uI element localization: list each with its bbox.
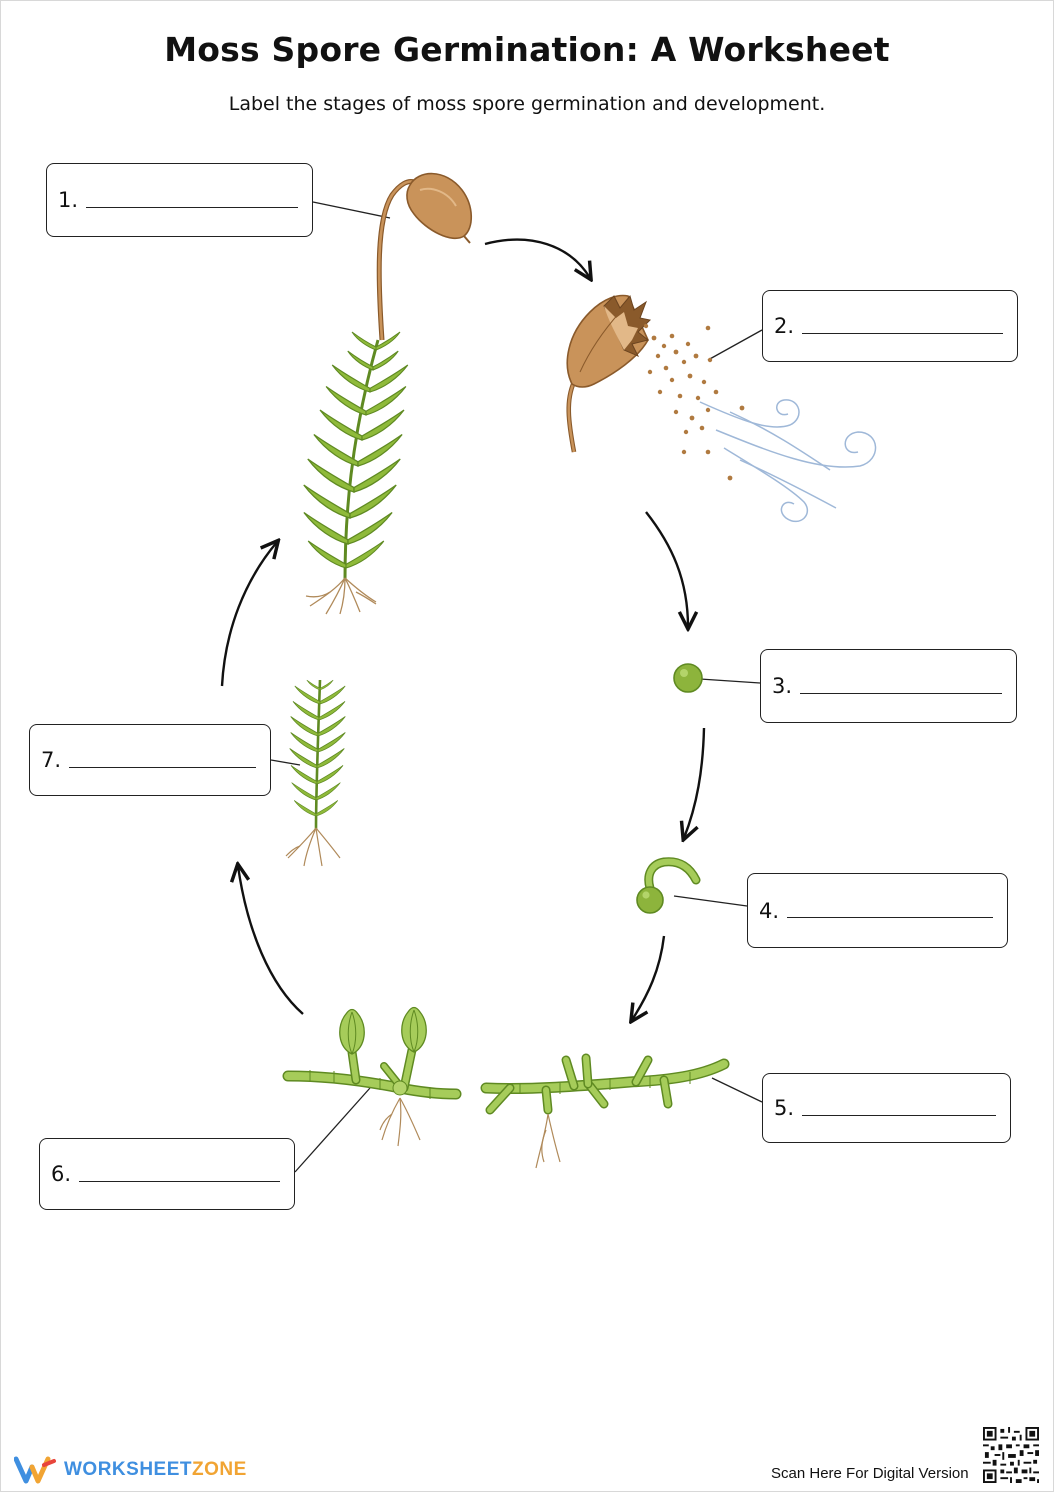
open-capsule-illustration [566, 294, 877, 523]
answer-blank[interactable] [69, 753, 256, 768]
label-box-6[interactable]: 6. [39, 1138, 295, 1210]
brand-name: WORKSHEETZONE [64, 1459, 247, 1480]
label-box-1[interactable]: 1. [46, 163, 313, 237]
logo-icon [14, 1456, 56, 1484]
answer-blank[interactable] [79, 1167, 280, 1182]
label-number: 1. [58, 188, 79, 212]
label-number: 5. [774, 1096, 795, 1120]
answer-blank[interactable] [800, 679, 1002, 694]
germinating-spore-illustration [636, 857, 701, 914]
arrow-1-to-2 [484, 238, 590, 278]
answer-blank[interactable] [86, 193, 298, 208]
wind-icon [699, 399, 877, 523]
label-box-5[interactable]: 5. [762, 1073, 1011, 1143]
answer-blank[interactable] [787, 903, 993, 918]
arrow-7-to-1 [220, 542, 277, 687]
arrow-4-to-5 [632, 935, 666, 1020]
label-box-3[interactable]: 3. [760, 649, 1017, 723]
label-number: 4. [759, 898, 780, 923]
label-number: 3. [772, 674, 793, 698]
leader-lines [270, 201, 763, 1173]
page-subtitle: Label the stages of moss spore germinati… [228, 93, 826, 115]
worksheetzone-logo[interactable]: WORKSHEETZONE [14, 1455, 247, 1485]
answer-blank[interactable] [802, 1101, 996, 1116]
spore-illustration [673, 663, 703, 693]
buds-illustration [282, 1006, 462, 1147]
label-box-7[interactable]: 7. [29, 724, 271, 796]
arrow-2-to-3 [645, 511, 688, 627]
arrow-3-to-4 [684, 727, 706, 838]
qr-code-icon[interactable] [983, 1427, 1039, 1483]
page-title: Moss Spore Germination: A Worksheet [164, 30, 890, 69]
label-number: 7. [41, 748, 62, 772]
label-box-2[interactable]: 2. [762, 290, 1018, 362]
scan-text: Scan Here For Digital Version [771, 1465, 969, 1482]
young-gametophyte-illustration [285, 679, 346, 867]
protonema-illustration [480, 1053, 730, 1169]
arrow-6-to-7 [238, 866, 304, 1015]
label-number: 2. [774, 314, 795, 338]
mature-moss-illustration [303, 172, 473, 615]
cycle-arrows [220, 238, 706, 1020]
capsule [406, 172, 473, 239]
label-box-4[interactable]: 4. [747, 873, 1008, 948]
answer-blank[interactable] [802, 319, 1003, 334]
label-number: 6. [51, 1162, 72, 1186]
